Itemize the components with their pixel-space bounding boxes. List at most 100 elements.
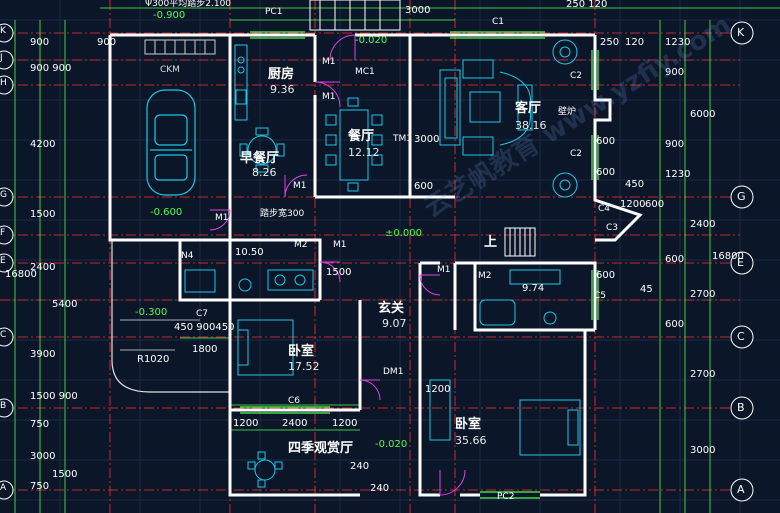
- level-garage: -0.600: [150, 207, 183, 218]
- window-tag-pc2: PC2: [497, 492, 515, 502]
- dim-1200-c: 1200: [425, 384, 451, 395]
- level-sunroom: -0.020: [375, 439, 408, 450]
- room-name-breakfast: 早餐厅: [240, 151, 280, 166]
- right-dim-3: 1230: [665, 37, 691, 48]
- dim-top-250: 250 120: [566, 0, 608, 10]
- right-dim-12: 16800: [712, 251, 744, 262]
- right-dim-14: 600: [665, 319, 685, 330]
- dim-top-3000: 3000: [405, 5, 431, 16]
- door-tag-tm1: TM1: [393, 134, 412, 144]
- level-top-left: -0.900: [153, 10, 186, 21]
- grid-label-a-right: A: [737, 483, 745, 496]
- dim-974: 9.74: [522, 283, 545, 294]
- right-dim-8: 1200: [620, 199, 646, 210]
- room-name-dining: 餐厅: [348, 129, 375, 144]
- left-dim-13: 750: [30, 481, 50, 492]
- left-dim-10: 750: [30, 419, 50, 430]
- left-dim-9: 1500 900: [30, 391, 78, 402]
- garage-door: [144, 39, 216, 55]
- right-dim-13: 2700: [690, 289, 716, 300]
- left-dim-6: 16800: [5, 269, 37, 280]
- right-dim-16: 3000: [690, 445, 716, 456]
- room-name-bedroom-1: 卧室: [288, 344, 315, 359]
- left-dim-11: 3000: [30, 451, 56, 462]
- right-dim-4: 900: [665, 67, 685, 78]
- grid-label-c-right: C: [737, 330, 745, 343]
- dim-2400: 2400: [282, 418, 308, 429]
- room-area-bedroom-1: 17.52: [288, 360, 320, 373]
- room-name-kitchen: 厨房: [268, 67, 295, 82]
- right-dim-10: 2400: [690, 219, 716, 230]
- window-tag-c2-b: C2: [570, 149, 583, 159]
- right-dim-11: 600: [665, 254, 685, 265]
- grid-label-b-right: B: [737, 401, 745, 414]
- windows: [240, 31, 599, 499]
- dim-240-a: 240: [350, 461, 370, 472]
- level-kitchen: -0.020: [355, 35, 388, 46]
- dim-1200-b: 1200: [332, 418, 358, 429]
- top-note: Ψ300平均踏步2.100: [145, 0, 232, 9]
- door-tag-m2-b: M2: [478, 271, 492, 281]
- door-tag-m1-c: M1: [293, 181, 307, 191]
- right-dim-17: 450: [625, 179, 645, 190]
- grid-label-h-left: H: [0, 78, 7, 88]
- grid-label-g-left: G: [0, 190, 7, 200]
- room-name-sunroom: 四季观赏厅: [288, 441, 354, 456]
- room-area-kitchen: 9.36: [270, 83, 295, 96]
- window-tag-c5: C5: [594, 291, 607, 301]
- left-dim-4: 1500: [30, 209, 56, 220]
- left-dim-5: 2400: [30, 262, 56, 273]
- grid-label-g-right: G: [737, 190, 746, 203]
- left-dim-3: 4200: [30, 139, 56, 150]
- plant-icon: [552, 39, 578, 198]
- corridor-label: 踏步宽300: [260, 209, 305, 219]
- dining-table-icon: [325, 97, 383, 192]
- breakfast-table-icon: [239, 127, 285, 173]
- sunroom-table-icon: [247, 451, 283, 488]
- window-tag-c4: C4: [598, 204, 611, 214]
- grid-label-k-right: K: [737, 26, 745, 39]
- door-tag-m1-b: M1: [322, 92, 336, 102]
- grid-label-e-right: E: [737, 256, 744, 269]
- right-dim-6: 900: [665, 139, 685, 150]
- dim-1200-a: 1200: [233, 418, 259, 429]
- doors: [209, 34, 466, 496]
- dim-240-b: 240: [370, 483, 390, 494]
- left-dim-1: 900: [30, 37, 50, 48]
- window-tag-pc1: PC1: [265, 7, 283, 17]
- dim-450-900-450: 450 900450: [174, 322, 235, 333]
- door-tag-m1-f: M1: [437, 265, 451, 275]
- left-dim-8: 3900: [30, 349, 56, 360]
- dim-1500: 1500: [326, 267, 352, 278]
- grid-label-j-left: J: [0, 53, 3, 63]
- door-tag-m2-a: M2: [294, 240, 308, 250]
- kitchen-counter: [234, 44, 248, 121]
- grid-label-e-left: E: [0, 256, 6, 266]
- room-area-bedroom-2: 35.66: [455, 434, 487, 447]
- grid-bubbles: [0, 21, 754, 502]
- stairs: [309, 0, 536, 257]
- room-area-foyer: 9.07: [382, 317, 407, 330]
- walls: [108, 33, 643, 497]
- dim-3000: 3000: [414, 134, 440, 145]
- left-dim-2: 900 900: [30, 63, 72, 74]
- level-foyer: ±0.000: [385, 228, 423, 239]
- grid-label-c-left: C: [0, 330, 7, 340]
- door-tag-m1-d: M1: [215, 213, 229, 223]
- window-tag-c7: C7: [196, 309, 209, 319]
- grid-label-a-left: A: [0, 483, 7, 493]
- door-tag-mc1: MC1: [355, 67, 375, 77]
- grid-label-f-left: F: [0, 228, 6, 238]
- left-dim-12: 1500: [52, 469, 78, 480]
- window-tag-c2-a: C2: [570, 71, 583, 81]
- right-dim-18: 45: [640, 284, 653, 295]
- dimension-lines: [14, 7, 780, 513]
- room-area-dining: 12.12: [348, 146, 380, 159]
- dim-r1020: R1020: [137, 354, 170, 365]
- terrace-outline: [111, 240, 230, 393]
- room-area-living: 38.16: [515, 119, 547, 132]
- room-name-bedroom-2: 卧室: [455, 417, 482, 432]
- right-dim-7: 1230: [665, 169, 691, 180]
- grid-label-k-left: K: [0, 26, 6, 36]
